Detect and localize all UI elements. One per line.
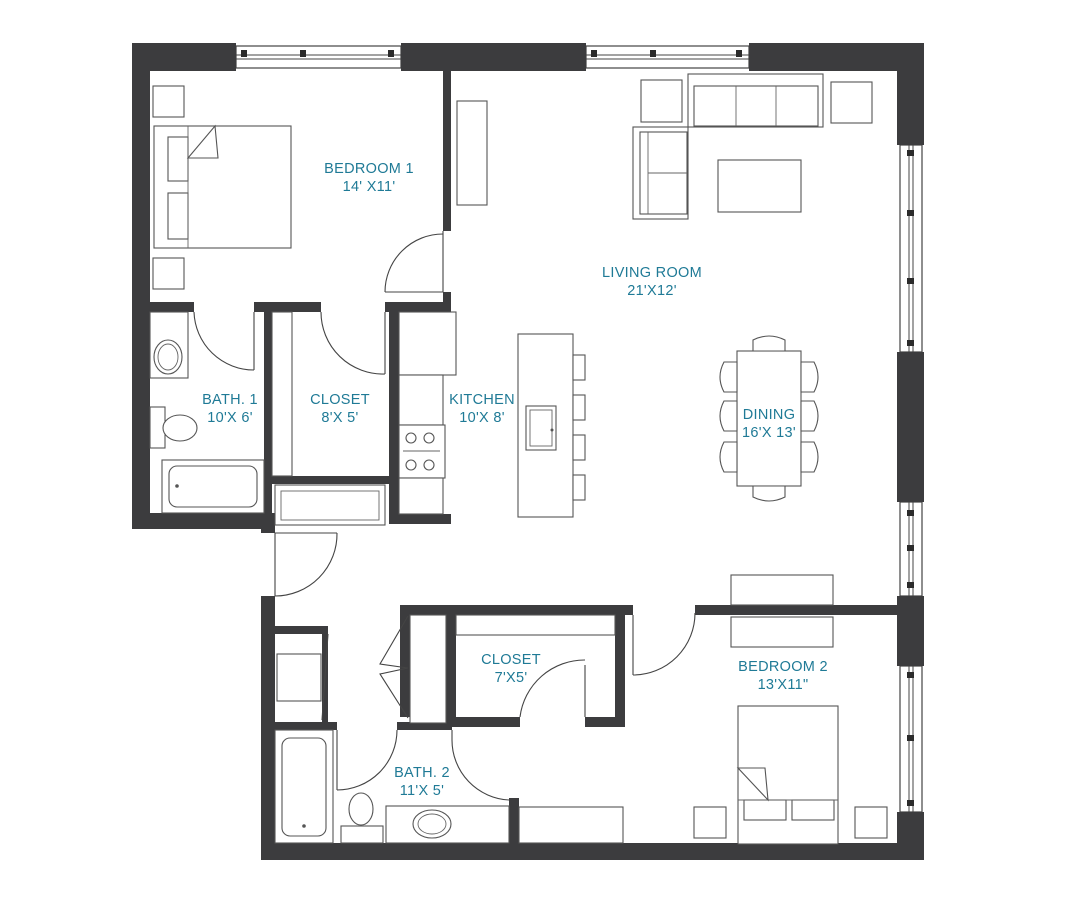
nightstand <box>693 806 727 839</box>
door-swings <box>193 231 696 801</box>
door-swing-icon <box>320 311 386 375</box>
room-size-bedroom-2: 13'X11" <box>758 677 809 693</box>
coffee-table <box>717 159 802 213</box>
windows <box>235 45 923 813</box>
room-name-bath-1: BATH. 1 <box>202 392 258 408</box>
living-room-furniture <box>632 73 873 220</box>
counter <box>398 311 457 376</box>
room-size-kitchen: 10'X 8' <box>459 410 505 426</box>
room-name-bedroom-1: BEDROOM 1 <box>324 161 414 177</box>
door-swing-icon <box>451 730 510 801</box>
dresser <box>518 806 624 844</box>
room-size-bath-2: 11'X 5' <box>400 783 444 799</box>
console-table <box>730 574 834 606</box>
room-size-closet-2: 7'X5' <box>495 670 528 686</box>
door-swing-icon <box>336 729 398 791</box>
kitchen-island <box>517 333 586 518</box>
dining-chair-icon <box>719 335 819 502</box>
room-name-closet-2: CLOSET <box>481 652 541 668</box>
room-name-bedroom-2: BEDROOM 2 <box>738 659 828 675</box>
bathtub-icon <box>161 459 265 514</box>
closet-shelf <box>271 311 293 477</box>
room-labels: BEDROOM 1 14' X11' LIVING ROOM 21'X12' B… <box>202 161 828 799</box>
sofa-icon <box>632 126 689 220</box>
sink-icon <box>525 405 557 451</box>
window-icon <box>235 45 402 69</box>
window-icon <box>899 501 923 597</box>
bar-stool <box>572 434 586 461</box>
room-size-living-room: 21'X12' <box>627 283 677 299</box>
toilet-icon <box>149 406 198 449</box>
room-name-dining: DINING <box>743 407 796 423</box>
bathtub-icon <box>274 729 334 844</box>
counter <box>398 477 444 515</box>
door-swing-icon <box>384 231 444 293</box>
door-swing-icon <box>519 659 586 718</box>
room-name-living-room: LIVING ROOM <box>602 265 702 281</box>
stove-icon <box>398 424 446 479</box>
closet-shelf <box>274 484 386 526</box>
window-icon <box>585 45 750 69</box>
room-name-bath-2: BATH. 2 <box>394 765 450 781</box>
sofa-icon <box>687 73 824 128</box>
room-size-dining: 16'X 13' <box>742 425 796 441</box>
bar-stool <box>572 354 586 381</box>
bedroom-2-furniture <box>518 616 888 845</box>
bar-stool <box>572 474 586 501</box>
bar-stool <box>572 394 586 421</box>
nightstand <box>152 257 185 290</box>
room-size-closet-1: 8'X 5' <box>321 410 358 426</box>
kitchen-fixtures <box>398 311 586 518</box>
dining-set <box>719 335 819 502</box>
door-swing-icon <box>321 615 409 721</box>
bed-icon <box>736 705 839 845</box>
nightstand <box>854 806 888 839</box>
room-size-bedroom-1: 14' X11' <box>343 179 396 195</box>
dresser <box>730 616 834 648</box>
door-swing-icon <box>274 532 338 597</box>
walls <box>132 43 924 860</box>
bath-1-fixtures <box>149 311 265 514</box>
side-table <box>640 79 683 123</box>
side-table <box>830 81 873 124</box>
door-swing-icon <box>632 612 696 676</box>
closet-shelf <box>455 614 616 636</box>
toilet-icon <box>340 792 384 844</box>
door-swing-icon <box>193 311 255 371</box>
window-icon <box>899 144 923 353</box>
room-name-kitchen: KITCHEN <box>449 392 515 408</box>
room-name-closet-1: CLOSET <box>310 392 370 408</box>
sink-icon <box>412 809 452 839</box>
washer-dryer <box>276 653 322 702</box>
dresser <box>456 100 488 206</box>
room-size-bath-1: 10'X 6' <box>207 410 253 426</box>
window-icon <box>899 665 923 813</box>
sink-icon <box>153 339 183 375</box>
bath-2-fixtures <box>274 729 510 844</box>
counter <box>398 374 444 426</box>
closet-shelf <box>409 614 447 724</box>
nightstand <box>152 85 185 118</box>
bed-icon <box>153 124 292 249</box>
bedroom-1-furniture <box>152 85 488 290</box>
